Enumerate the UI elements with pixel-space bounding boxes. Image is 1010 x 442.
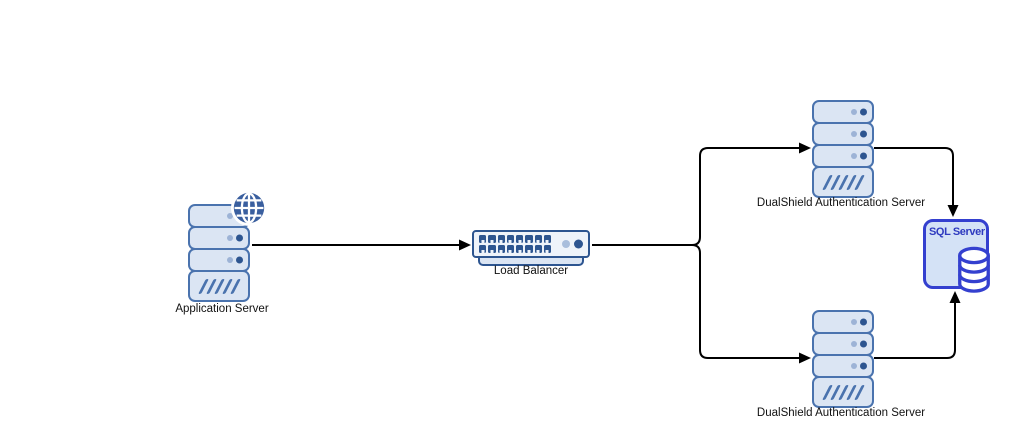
dualshield-server-top-node	[812, 100, 874, 198]
application-server-node	[188, 189, 268, 302]
ethernet-ports-icon	[479, 234, 551, 253]
load-balancer-label: Load Balancer	[493, 265, 569, 277]
server-segment	[812, 144, 874, 168]
server-segment	[812, 122, 874, 146]
database-cylinder-icon	[955, 246, 993, 294]
server-segment	[812, 354, 874, 378]
application-server-label: Application Server	[175, 303, 269, 315]
server-segment	[188, 226, 250, 250]
dualshield-server-bottom-label: DualShield Authentication Server	[756, 407, 926, 419]
server-vent-panel	[188, 270, 250, 302]
server-segment	[812, 310, 874, 334]
server-vent-panel	[812, 376, 874, 408]
server-segment	[188, 248, 250, 272]
sql-server-node: SQL Server	[923, 219, 990, 293]
dualshield-server-bottom-node	[812, 310, 874, 408]
load-balancer-node	[472, 230, 590, 258]
lb-led-light	[562, 240, 570, 248]
lb-led-dark	[574, 239, 583, 249]
load-balancer-base	[478, 256, 584, 266]
server-vent-panel	[812, 166, 874, 198]
server-segment	[812, 100, 874, 124]
sql-server-label: SQL Server	[929, 226, 985, 238]
dualshield-server-top-label: DualShield Authentication Server	[756, 197, 926, 209]
server-segment	[812, 332, 874, 356]
globe-icon	[230, 189, 268, 227]
